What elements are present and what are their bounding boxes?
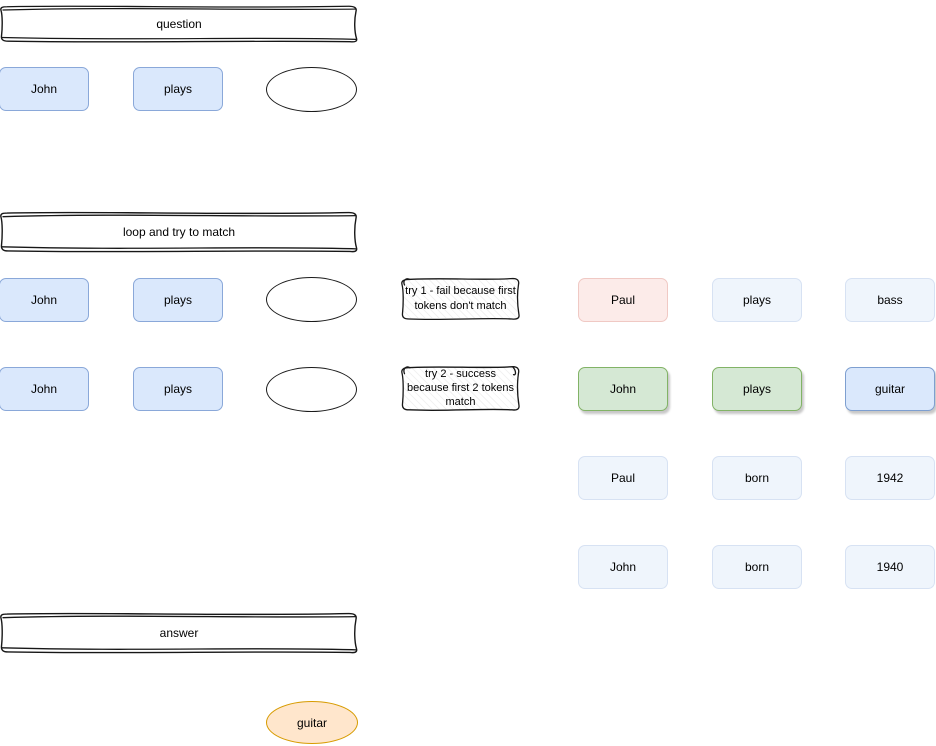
fact-cell-label: 1940 <box>876 560 904 574</box>
loop2-token-2-label: plays <box>163 382 192 396</box>
loop1-unknown-slot-ellipse <box>266 277 357 322</box>
fact-cell-label: plays <box>742 293 771 307</box>
fact-cell-label: Paul <box>610 471 636 485</box>
banner-answer: answer <box>0 610 358 655</box>
loop1-token-1: John <box>0 278 89 322</box>
fact-cell-label: John <box>609 560 637 574</box>
sketch-rectangle-icon <box>0 5 358 43</box>
banner-loop: loop and try to match <box>0 209 358 254</box>
loop1-token-2: plays <box>133 278 223 322</box>
fact-cell-label: guitar <box>874 382 906 396</box>
fact-cell-matched: plays <box>712 367 802 411</box>
fact-cell-label: Paul <box>610 293 636 307</box>
fact-cell-label: bass <box>877 293 903 307</box>
note-try2: try 2 - success because first 2 tokens m… <box>400 364 521 412</box>
answer-ellipse: guitar <box>266 701 358 744</box>
fact-cell: born <box>712 456 802 500</box>
fact-cell-result: guitar <box>845 367 935 411</box>
sketch-rectangle-icon <box>0 612 358 654</box>
sketch-note-outline-icon <box>401 365 520 412</box>
loop1-token-2-label: plays <box>163 293 192 307</box>
note-try2-text: try 2 - success because first 2 tokens m… <box>406 367 514 409</box>
question-token-1-label: John <box>30 82 58 96</box>
question-token-2-label: plays <box>163 82 192 96</box>
fact-cell: John <box>578 545 668 589</box>
banner-answer-label: answer <box>159 625 199 640</box>
fact-cell-label: born <box>744 560 770 574</box>
fact-cell: Paul <box>578 456 668 500</box>
fact-cell-label: 1942 <box>876 471 904 485</box>
sketch-note-outline-icon <box>401 277 520 321</box>
banner-question: question <box>0 3 358 44</box>
question-token-1: John <box>0 67 89 111</box>
fact-cell: born <box>712 545 802 589</box>
loop2-unknown-slot-ellipse <box>266 367 357 412</box>
fact-cell: plays <box>712 278 802 322</box>
hatch-fill <box>403 367 518 409</box>
loop2-token-1-label: John <box>30 382 58 396</box>
fact-cell: 1940 <box>845 545 935 589</box>
fact-cell: Paul <box>578 278 668 322</box>
question-unknown-slot-ellipse <box>266 67 357 112</box>
sketch-rectangle-icon <box>0 211 358 253</box>
fact-cell-label: born <box>744 471 770 485</box>
fact-cell: 1942 <box>845 456 935 500</box>
banner-question-label: question <box>156 16 202 31</box>
banner-loop-label: loop and try to match <box>122 224 236 239</box>
loop1-token-1-label: John <box>30 293 58 307</box>
fact-cell-matched: John <box>578 367 668 411</box>
loop2-token-1: John <box>0 367 89 411</box>
loop2-token-2: plays <box>133 367 223 411</box>
fact-cell-label: John <box>609 382 637 396</box>
answer-ellipse-label: guitar <box>296 715 328 730</box>
question-token-2: plays <box>133 67 223 111</box>
note-try1-text: try 1 - fail because first tokens don't … <box>405 285 516 312</box>
hatch-fill <box>403 279 518 318</box>
note-try1: try 1 - fail because first tokens don't … <box>400 276 521 321</box>
fact-cell: bass <box>845 278 935 322</box>
fact-cell-label: plays <box>742 382 771 396</box>
